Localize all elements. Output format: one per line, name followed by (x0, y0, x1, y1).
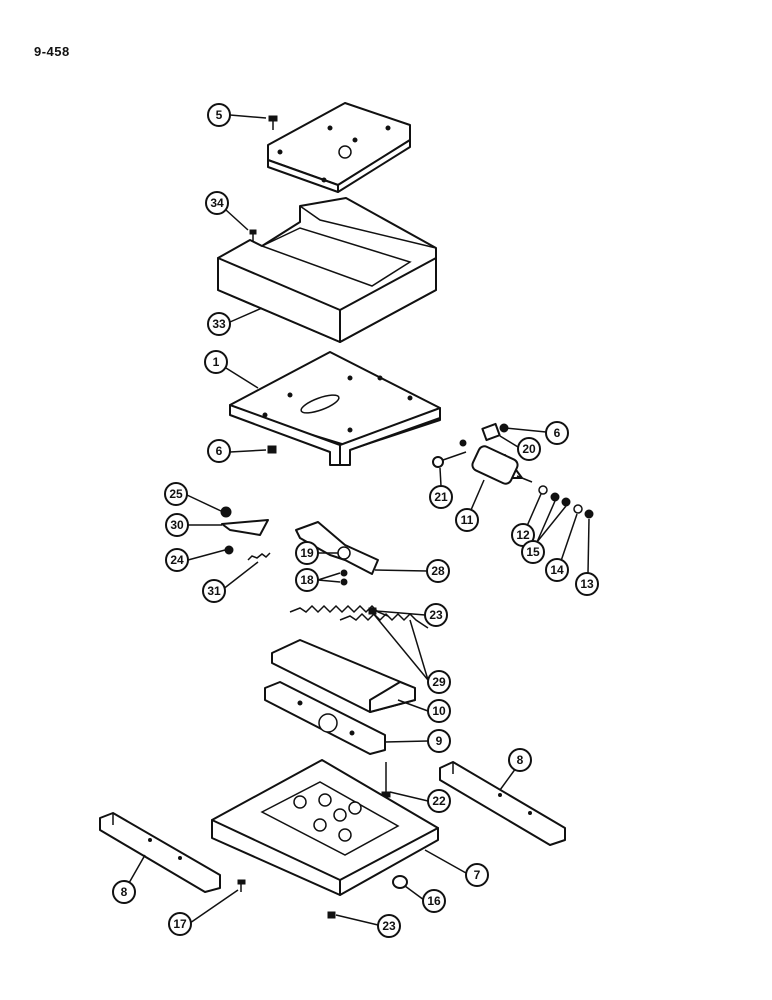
svg-text:21: 21 (434, 490, 448, 504)
callout-18: 18 (295, 568, 319, 592)
callout-12: 12 (511, 523, 535, 547)
callout-23-lower: 23 (377, 914, 401, 938)
svg-text:30: 30 (170, 518, 184, 532)
svg-text:12: 12 (516, 528, 530, 542)
callout-15: 15 (521, 540, 545, 564)
callout-8-right: 8 (508, 748, 532, 772)
callout-16: 16 (422, 889, 446, 913)
svg-text:28: 28 (431, 564, 445, 578)
callout-9: 9 (427, 729, 451, 753)
seat-shroud (217, 197, 437, 343)
callout-6-right: 6 (545, 421, 569, 445)
svg-text:34: 34 (210, 196, 224, 210)
svg-text:6: 6 (216, 444, 223, 458)
pivot-hardware (220, 506, 271, 561)
callout-25: 25 (164, 482, 188, 506)
callout-22: 22 (427, 789, 451, 813)
seat-base (211, 759, 439, 896)
svg-text:19: 19 (300, 546, 314, 560)
nut-23-lower (327, 911, 336, 919)
callout-24: 24 (165, 548, 189, 572)
callout-23-upper: 23 (424, 603, 448, 627)
bolt-22 (381, 762, 391, 798)
rail-left (99, 812, 221, 893)
callout-33: 33 (207, 312, 231, 336)
callout-1: 1 (204, 350, 228, 374)
callout-20: 20 (517, 437, 541, 461)
callout-19: 19 (295, 541, 319, 565)
svg-text:20: 20 (522, 442, 536, 456)
springs (289, 604, 429, 629)
callout-30: 30 (165, 513, 189, 537)
callout-14: 14 (545, 558, 569, 582)
svg-text:23: 23 (382, 919, 396, 933)
callout-17: 17 (168, 912, 192, 936)
callout-8-left: 8 (112, 880, 136, 904)
svg-text:16: 16 (427, 894, 441, 908)
svg-text:8: 8 (517, 753, 524, 767)
callout-29: 29 (427, 670, 451, 694)
screw-17 (237, 879, 246, 892)
callout-6-left: 6 (207, 439, 231, 463)
svg-text:31: 31 (207, 584, 221, 598)
svg-text:24: 24 (170, 553, 184, 567)
bolt-5 (268, 115, 278, 130)
seat-top-plate (229, 351, 441, 466)
leader-lines (128, 114, 590, 926)
screw-34 (249, 229, 257, 242)
svg-text:25: 25 (169, 487, 183, 501)
nut-6 (267, 445, 277, 454)
callout-5: 5 (207, 103, 231, 127)
slide-rail (264, 681, 386, 755)
svg-text:22: 22 (432, 794, 446, 808)
svg-text:14: 14 (550, 563, 564, 577)
svg-text:18: 18 (300, 573, 314, 587)
svg-text:6: 6 (554, 426, 561, 440)
svg-text:10: 10 (432, 704, 446, 718)
washers-12-15 (538, 485, 594, 519)
shock-absorber (459, 439, 533, 485)
svg-text:1: 1 (213, 355, 220, 369)
callout-34: 34 (205, 191, 229, 215)
svg-text:7: 7 (474, 868, 481, 882)
svg-text:15: 15 (526, 545, 540, 559)
callout-21: 21 (429, 485, 453, 509)
callout-7: 7 (465, 863, 489, 887)
callout-13: 13 (575, 572, 599, 596)
svg-text:29: 29 (432, 675, 446, 689)
callout-11: 11 (455, 508, 479, 532)
top-mounting-plate (267, 102, 411, 193)
callout-31: 31 (202, 579, 226, 603)
spring-bracket (271, 639, 416, 713)
svg-text:13: 13 (580, 577, 594, 591)
svg-text:5: 5 (216, 108, 223, 122)
callout-28: 28 (426, 559, 450, 583)
svg-text:17: 17 (173, 917, 187, 931)
svg-text:8: 8 (121, 885, 128, 899)
svg-text:11: 11 (461, 513, 474, 527)
rail-right (439, 761, 566, 846)
callout-10: 10 (427, 699, 451, 723)
bushing-20 (481, 422, 509, 442)
callout-balloons: 5 34 33 1 6 6 20 21 11 12 15 14 13 25 30… (112, 103, 599, 938)
bumper-16 (392, 875, 408, 889)
svg-text:9: 9 (436, 734, 443, 748)
svg-text:23: 23 (429, 608, 443, 622)
svg-text:33: 33 (212, 317, 226, 331)
page-code: 9-458 (34, 44, 70, 59)
bolt-21 (432, 451, 467, 468)
